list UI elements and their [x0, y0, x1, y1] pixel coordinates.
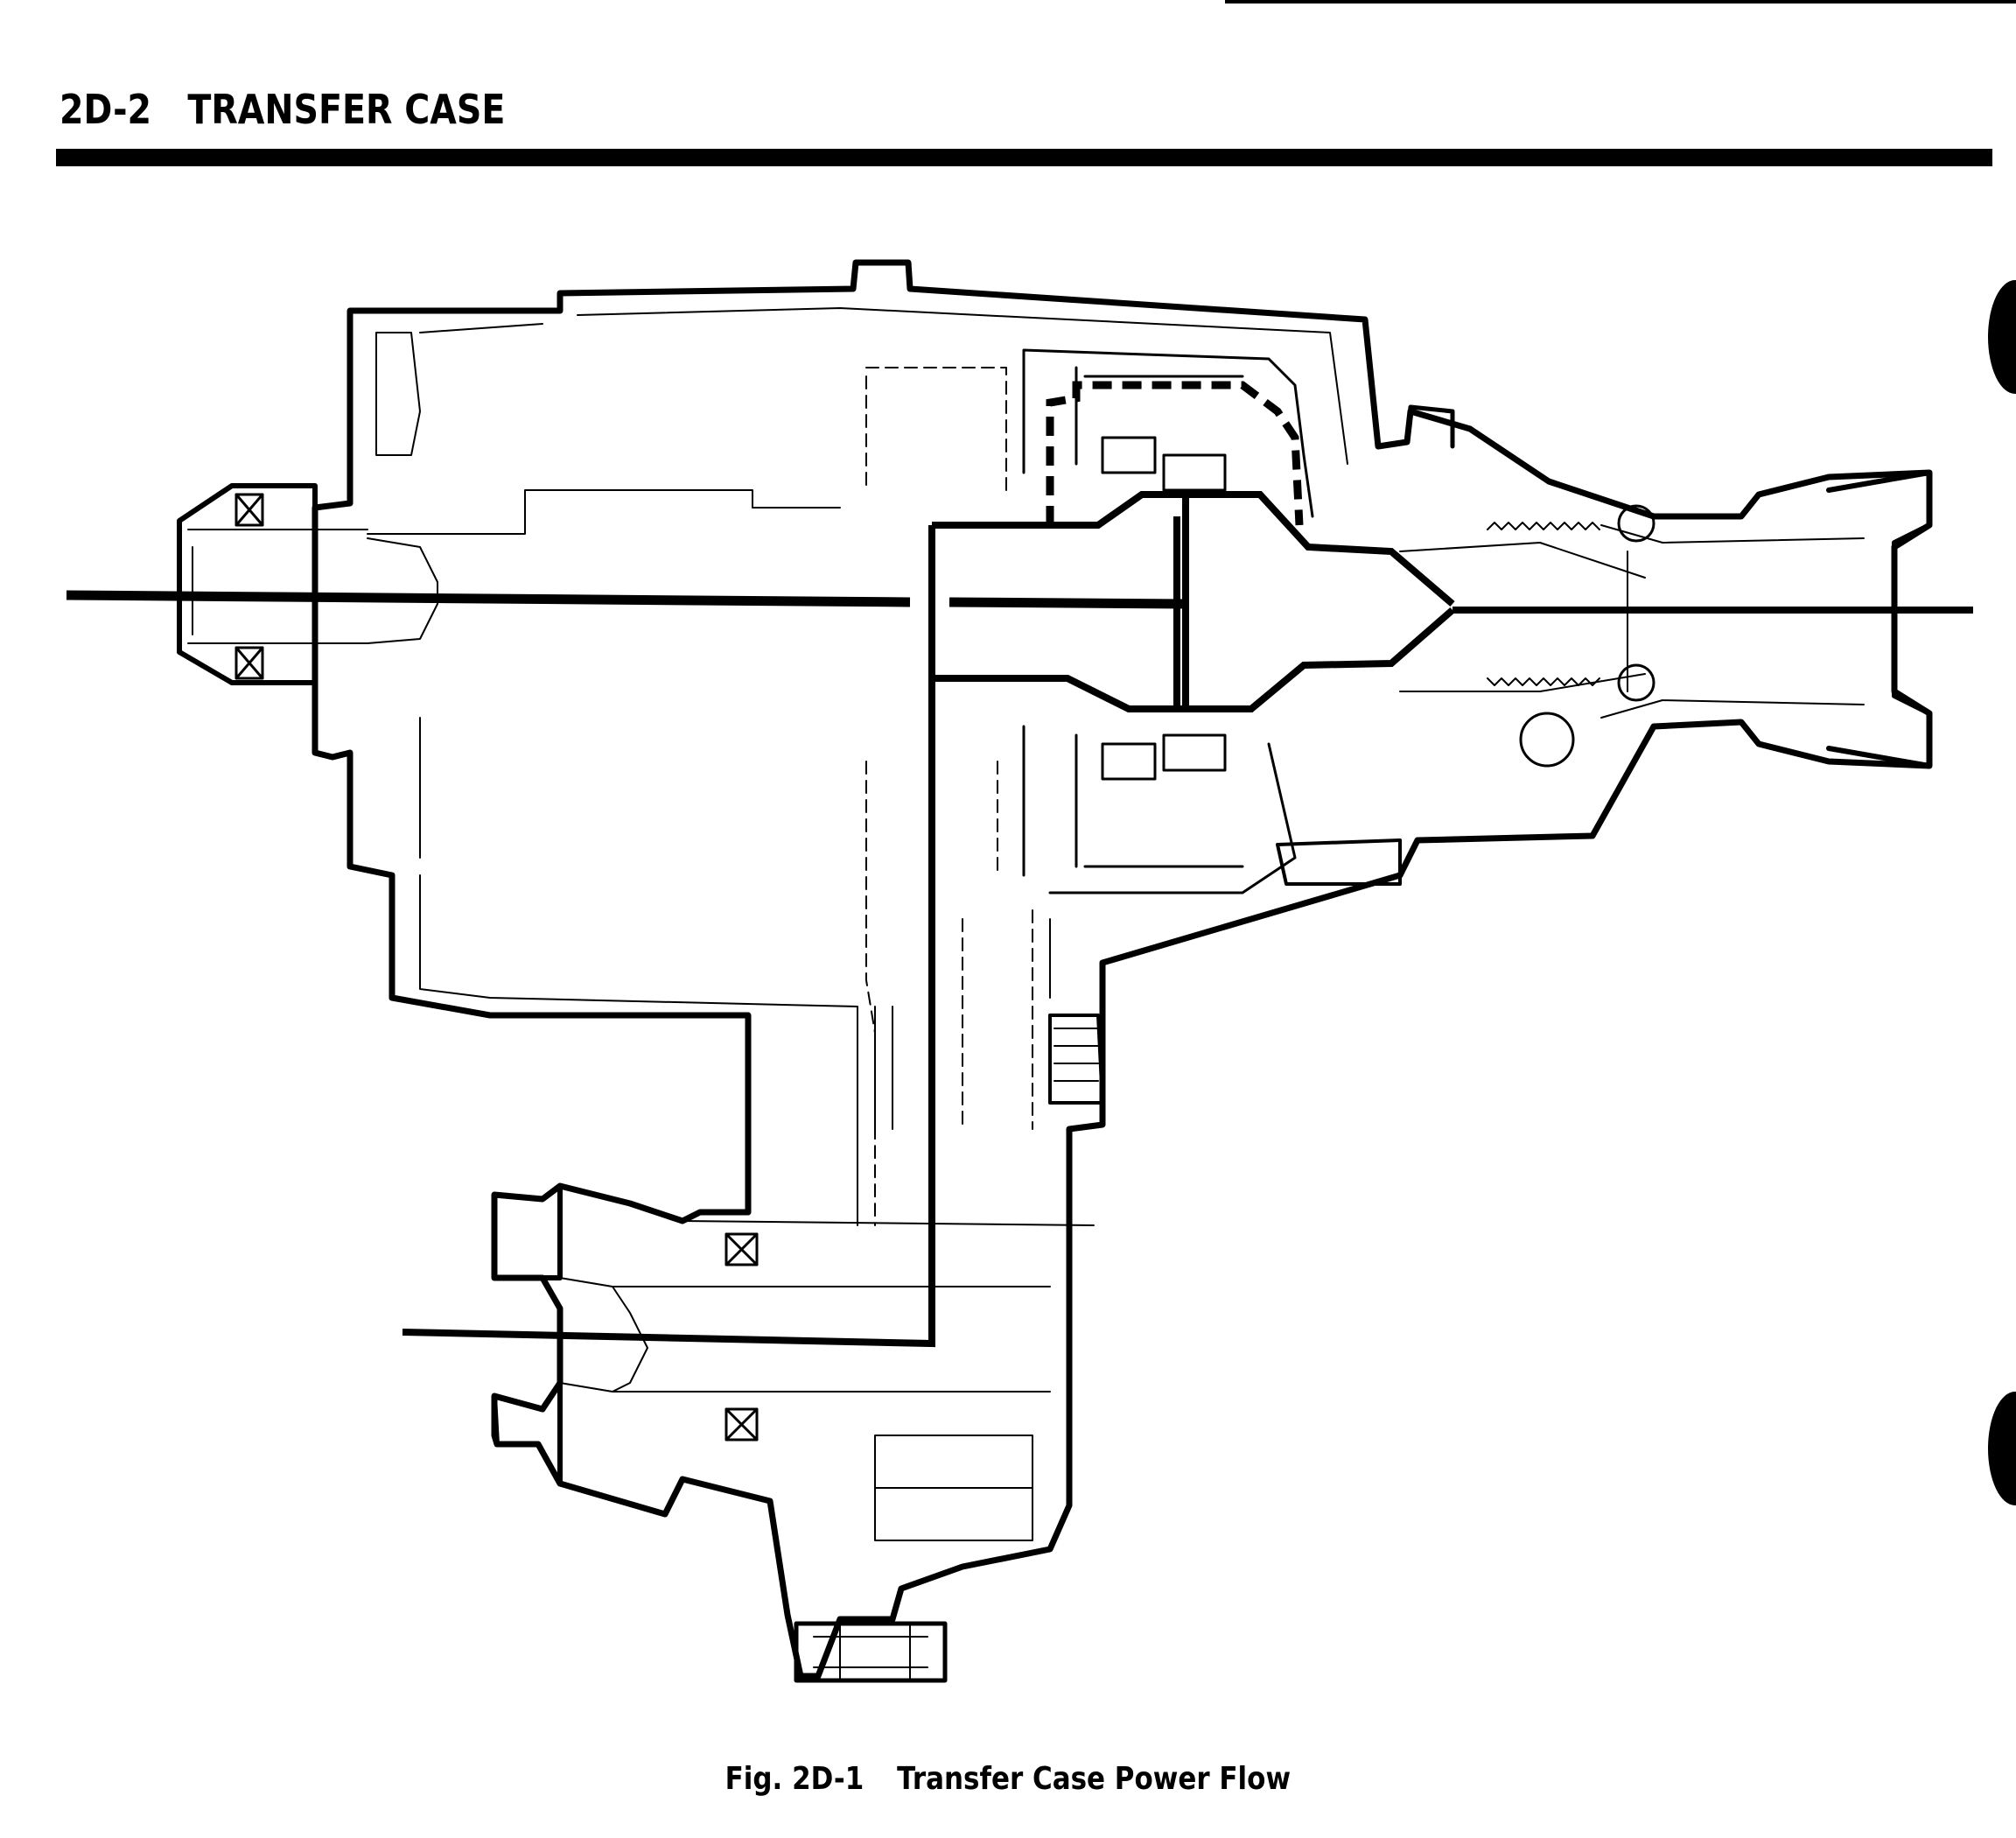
- power-flow-front-drive: [402, 525, 935, 1348]
- power-flow-dashed-path: [1046, 381, 1304, 526]
- figure-caption: Fig. 2D-1 Transfer Case Power Flow: [0, 1761, 2016, 1797]
- housing-inner: [367, 307, 1646, 1226]
- fill-plug: [1404, 404, 1455, 449]
- top-edge-rule: [1225, 0, 2016, 4]
- side-fastener: [1048, 1014, 1104, 1105]
- drain-plug: [794, 1621, 948, 1683]
- chain-housing-inner: [865, 367, 1033, 1226]
- power-flow-mainshaft-lower: [932, 607, 1455, 712]
- input-bearing-bottom: [234, 646, 264, 680]
- input-bearing-top: [234, 493, 264, 527]
- power-flow-mainshaft-upper: [932, 491, 1455, 607]
- page-header: 2D-2 TRANSFER CASE: [60, 86, 505, 133]
- side-fastener-detail: [1054, 1028, 1099, 1082]
- rear-yoke: [1826, 470, 1932, 768]
- header-rule: [56, 149, 1992, 166]
- input-yoke: [177, 483, 318, 685]
- section-title: TRANSFER CASE: [187, 86, 506, 133]
- figure-label: Fig. 2D-1: [724, 1761, 864, 1797]
- drain-plug-detail: [813, 1623, 928, 1681]
- power-flow-mainshaft: [948, 597, 1186, 609]
- figure-title: Transfer Case Power Flow: [897, 1761, 1292, 1797]
- worm-gear-top: [1487, 522, 1600, 530]
- shift-lug: [1276, 838, 1402, 886]
- planetary-assembly: [1022, 348, 1314, 894]
- rear-yoke-inner: [1600, 524, 1865, 719]
- housing-outline: [312, 259, 1933, 1680]
- front-output-inner: [559, 1220, 1095, 1541]
- rear-bearing-top: [1617, 504, 1656, 543]
- rear-bearing-bottom: [1617, 663, 1656, 702]
- worm-gear-bottom: [1487, 677, 1600, 686]
- power-flow-input-shaft: [66, 590, 911, 607]
- front-bearing-top: [724, 1232, 759, 1266]
- section-code: 2D-2: [60, 86, 152, 133]
- rear-bore: [1519, 712, 1575, 768]
- front-bearing-bottom: [724, 1407, 759, 1442]
